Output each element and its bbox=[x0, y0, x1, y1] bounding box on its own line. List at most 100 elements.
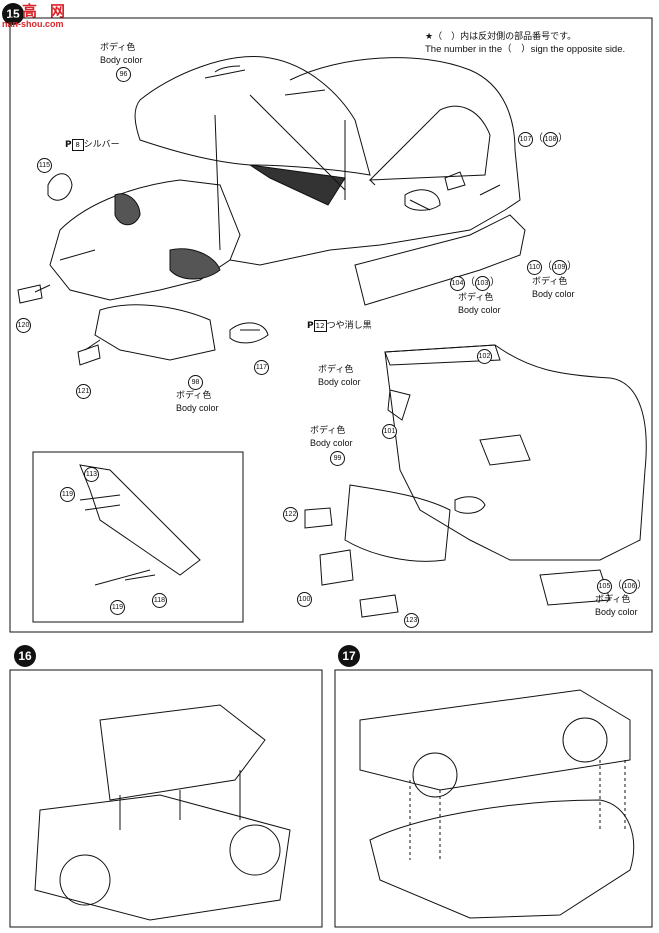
front-bumper-98 bbox=[49, 179, 241, 301]
part-107: 107 bbox=[518, 132, 533, 147]
step-17-wheel-front bbox=[412, 752, 458, 798]
step-16-chassis bbox=[34, 794, 291, 921]
wing-color-jp: ボディ色 bbox=[318, 365, 354, 375]
part-119-lower: 119 bbox=[110, 600, 125, 615]
part-120: 120 bbox=[16, 318, 31, 333]
rear-bumper-color-jp: ボディ色 bbox=[310, 426, 346, 436]
plate-100 bbox=[319, 549, 354, 586]
mirror-107 bbox=[404, 189, 441, 211]
watermark-site: nan-shou.com bbox=[2, 19, 64, 29]
bumper-color-label: ボディ色 Body color bbox=[176, 390, 219, 414]
step-16-frame bbox=[9, 669, 323, 928]
side-color-jp: ボディ色 bbox=[532, 277, 568, 287]
wing-color-label: ボディ色 Body color bbox=[318, 364, 361, 388]
inset-bumper bbox=[79, 464, 201, 576]
watermark: 15 高 网 nan-shou.com bbox=[0, 0, 80, 30]
part-96: 96 bbox=[116, 67, 131, 82]
part-122: 122 bbox=[283, 507, 298, 522]
marker-123 bbox=[359, 594, 399, 618]
skirt-color-jp: ボディ色 bbox=[458, 293, 494, 303]
rear-bumper-color-label: ボディ色 Body color bbox=[310, 425, 353, 449]
part-117: 117 bbox=[254, 360, 269, 375]
mirror-base-108 bbox=[444, 171, 466, 191]
part-106: 106 bbox=[622, 579, 637, 594]
part-103: 103 bbox=[475, 276, 490, 291]
diffuser-color-label: ボディ色 Body color bbox=[595, 594, 638, 618]
part-108: 108 bbox=[543, 132, 558, 147]
silver-p: P bbox=[65, 140, 72, 150]
matte-p: P bbox=[307, 321, 314, 331]
skirt-color-en: Body color bbox=[458, 305, 501, 315]
wing-stays-101 bbox=[387, 389, 531, 466]
part-115: 115 bbox=[37, 158, 52, 173]
marker-117 bbox=[229, 322, 269, 344]
step-15-frame bbox=[9, 17, 653, 633]
assembly-arrows bbox=[34, 94, 501, 351]
hood-96 bbox=[134, 56, 371, 176]
marker-122 bbox=[304, 507, 333, 529]
part-102: 102 bbox=[477, 349, 492, 364]
skirt-color-label: ボディ色 Body color bbox=[458, 292, 501, 316]
part-101: 101 bbox=[382, 424, 397, 439]
note-jp-text: （ ）内は反対側の部品番号です。 bbox=[433, 32, 577, 42]
front-lip bbox=[94, 304, 216, 361]
opposite-side-note-en: The number in the（ ）sign the opposite si… bbox=[425, 44, 626, 55]
rear-wing-102 bbox=[384, 344, 501, 366]
step-17-guides bbox=[409, 760, 626, 860]
hood-color-label: ボディ色 Body color bbox=[100, 42, 143, 66]
side-part-label: 110（109） bbox=[527, 260, 577, 275]
silver-num: 8 bbox=[71, 139, 84, 151]
marker-120 bbox=[17, 284, 43, 304]
hood-vents bbox=[204, 65, 326, 96]
marker-115 bbox=[47, 173, 73, 201]
inset-arrows bbox=[79, 494, 156, 586]
part-123: 123 bbox=[404, 613, 419, 628]
marker-121 bbox=[77, 344, 101, 366]
mirror-part-label: 107（108） bbox=[518, 132, 568, 147]
part-100: 100 bbox=[297, 592, 312, 607]
hood-color-en: Body color bbox=[100, 55, 143, 65]
part-99: 99 bbox=[330, 451, 345, 466]
step-17-wheel-rear bbox=[562, 717, 608, 763]
hood-color-jp: ボディ色 bbox=[100, 43, 136, 53]
diffuser-color-jp: ボディ色 bbox=[595, 595, 631, 605]
bumper-color-en: Body color bbox=[176, 403, 219, 413]
part-105: 105 bbox=[597, 579, 612, 594]
star-glyph: ★ bbox=[425, 32, 434, 42]
part-113: 113 bbox=[84, 467, 99, 482]
rear-bumper-99 bbox=[344, 484, 451, 562]
step-16-wheel-front bbox=[59, 854, 111, 906]
step-16-body bbox=[99, 704, 266, 801]
step-16-wheel-rear bbox=[229, 824, 281, 876]
part-121: 121 bbox=[76, 384, 91, 399]
body-shell bbox=[229, 57, 521, 266]
part-119: 119 bbox=[60, 487, 75, 502]
headlight-right-silver bbox=[169, 248, 221, 280]
skirt-part-label: 104（103） bbox=[450, 276, 500, 291]
opposite-side-note-jp: ★（ ）内は反対側の部品番号です。 bbox=[425, 31, 576, 43]
diffuser-105 bbox=[539, 569, 611, 606]
rear-body bbox=[384, 344, 647, 561]
matte-num: 12 bbox=[313, 320, 327, 332]
step-17-frame bbox=[334, 669, 653, 928]
wing-color-en: Body color bbox=[318, 377, 361, 387]
step-17-body-shell bbox=[369, 799, 635, 919]
taillight-cluster bbox=[454, 496, 486, 514]
inset-frame bbox=[32, 451, 244, 623]
part-104: 104 bbox=[450, 276, 465, 291]
step-16-arrows bbox=[119, 770, 241, 830]
watermark-logo: 高 bbox=[22, 2, 38, 20]
headlight-left-silver bbox=[114, 193, 141, 226]
matte-jp: つや消し黒 bbox=[326, 321, 372, 331]
watermark-brand: 网 bbox=[50, 2, 66, 20]
windshield-matte-black bbox=[249, 164, 346, 206]
part-98: 98 bbox=[188, 375, 203, 390]
diffuser-color-en: Body color bbox=[595, 607, 638, 617]
side-color-en: Body color bbox=[532, 289, 575, 299]
side-window bbox=[368, 105, 491, 181]
part-118: 118 bbox=[152, 593, 167, 608]
step-17-chassis bbox=[359, 689, 631, 791]
part-110: 110 bbox=[527, 260, 542, 275]
